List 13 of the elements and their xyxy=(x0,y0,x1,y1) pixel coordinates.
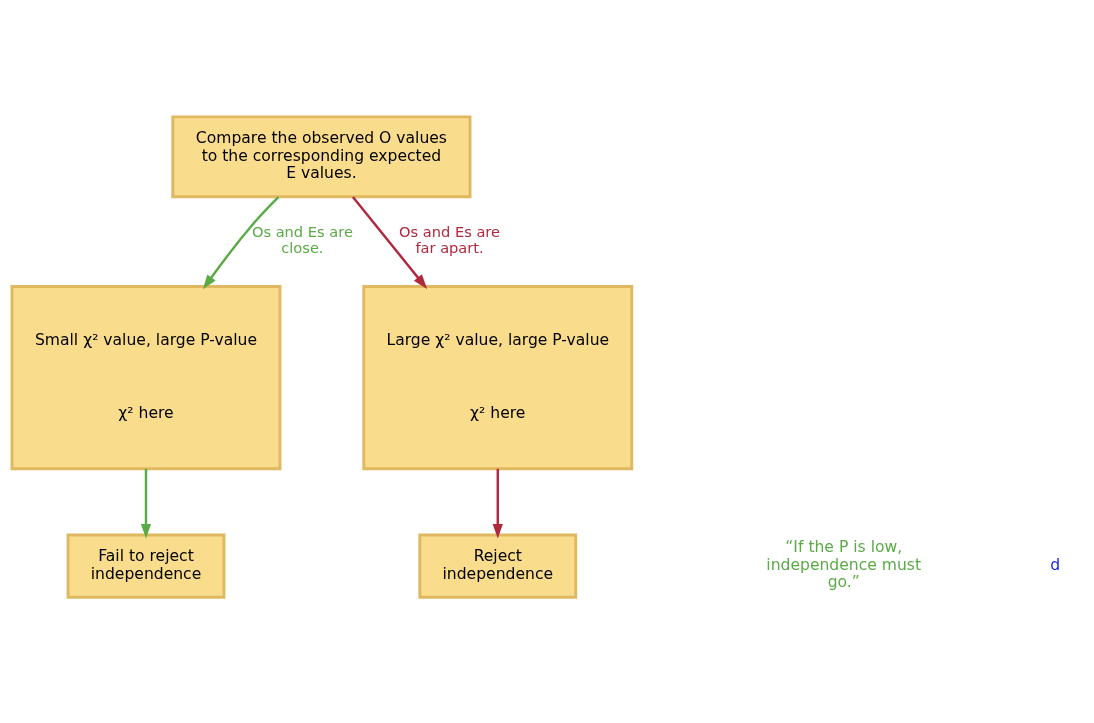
node-box: Compare the observed O values to the corresponding expected E values. xyxy=(171,115,472,199)
node-box: Small χ² value, large P-value χ² here xyxy=(10,285,282,471)
arrow xyxy=(140,468,152,539)
arrow xyxy=(202,196,280,290)
label: d xyxy=(1050,555,1061,574)
node-box: Large χ² value, large P-value χ² here xyxy=(362,285,634,471)
edge-label: Os and Es are close. xyxy=(251,222,353,257)
label: “If the P is low, independence must go.” xyxy=(766,538,922,592)
arrow xyxy=(492,468,503,539)
node-box: Reject independence xyxy=(418,533,578,599)
edge-label: Os and Es are far apart. xyxy=(399,222,501,257)
node-box: Fail to reject independence xyxy=(66,533,226,599)
arrow xyxy=(352,196,428,289)
